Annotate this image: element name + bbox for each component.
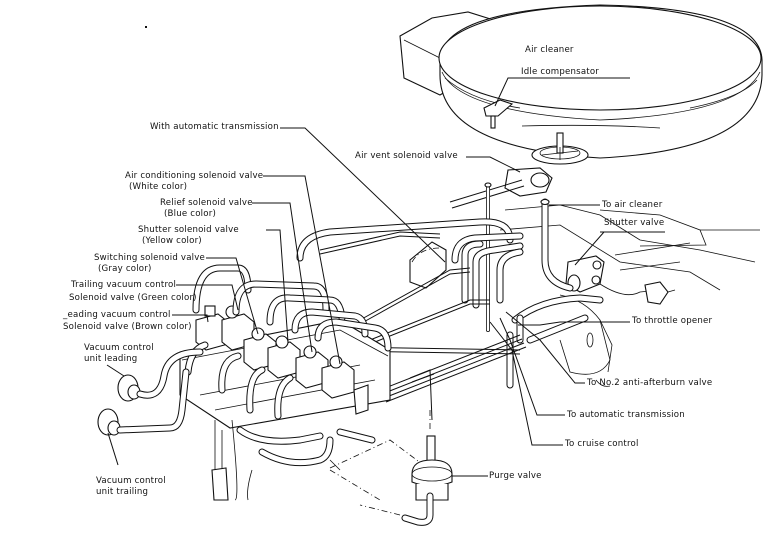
label-to-automatic-transmission: To automatic transmission: [567, 410, 685, 420]
lower-hoses: [211, 419, 431, 501]
label-trailing-vacuum-control: Trailing vacuum control: [71, 280, 177, 290]
label-ac-solenoid-color: (White color): [129, 182, 188, 192]
vertical-vacuum-pipe: [484, 182, 492, 332]
valve-ac-white: [321, 355, 369, 415]
label-air-cleaner: Air cleaner: [525, 45, 574, 55]
hose-bundle: [296, 218, 604, 389]
label-trailing-solenoid-color: Solenoid valve (Green color): [69, 293, 197, 303]
label-to-air-cleaner: To air cleaner: [602, 200, 663, 210]
air-vent-solenoid-valve: [449, 167, 553, 209]
label-idle-compensator: Idle compensator: [521, 67, 600, 77]
vacuum-control-unit-leading: [117, 348, 204, 402]
leader-lines: [106, 77, 665, 477]
to-air-cleaner-tube: [540, 198, 574, 292]
label-air-vent-solenoid-valve: Air vent solenoid valve: [355, 151, 458, 161]
label-to-no2-anti-afterburn-valve: To No.2 anti-afterburn valve: [587, 378, 713, 388]
valve-relief-blue: [295, 345, 329, 389]
air-cleaner: [399, 4, 763, 165]
label-ac-solenoid-valve: Air conditioning solenoid valve: [125, 171, 264, 181]
purge-valve: [359, 410, 453, 526]
label-vcu-trailing-2: unit trailing: [96, 487, 149, 497]
label-to-cruise-control: To cruise control: [565, 439, 639, 449]
charcoal-module: [409, 241, 447, 289]
valve-shutter-yellow: [267, 335, 301, 379]
label-switching-solenoid-color: (Gray color): [98, 264, 152, 274]
label-relief-solenoid-valve: Relief solenoid valve: [160, 198, 253, 208]
label-with-automatic-transmission: With automatic transmission: [150, 122, 279, 132]
stray-mark: [145, 26, 147, 28]
solenoid-valve-bank: [179, 264, 392, 429]
label-leading-solenoid-color: Solenoid valve (Brown color): [63, 322, 192, 332]
label-shutter-solenoid-valve: Shutter solenoid valve: [138, 225, 239, 235]
label-shutter-solenoid-color: (Yellow color): [142, 236, 202, 246]
label-to-throttle-opener: To throttle opener: [632, 316, 713, 326]
label-vcu-leading-2: unit leading: [84, 354, 138, 364]
label-relief-solenoid-color: (Blue color): [164, 209, 217, 219]
vacuum-control-unit-trailing: [97, 368, 190, 436]
label-vcu-trailing: Vacuum control: [96, 476, 166, 486]
label-switching-solenoid-valve: Switching solenoid valve: [94, 253, 206, 263]
label-purge-valve: Purge valve: [489, 471, 542, 481]
label-leading-vacuum-control: _eading vacuum control: [63, 310, 171, 320]
label-vcu-leading: Vacuum control: [84, 343, 154, 353]
label-shutter-valve: Shutter valve: [604, 218, 665, 228]
